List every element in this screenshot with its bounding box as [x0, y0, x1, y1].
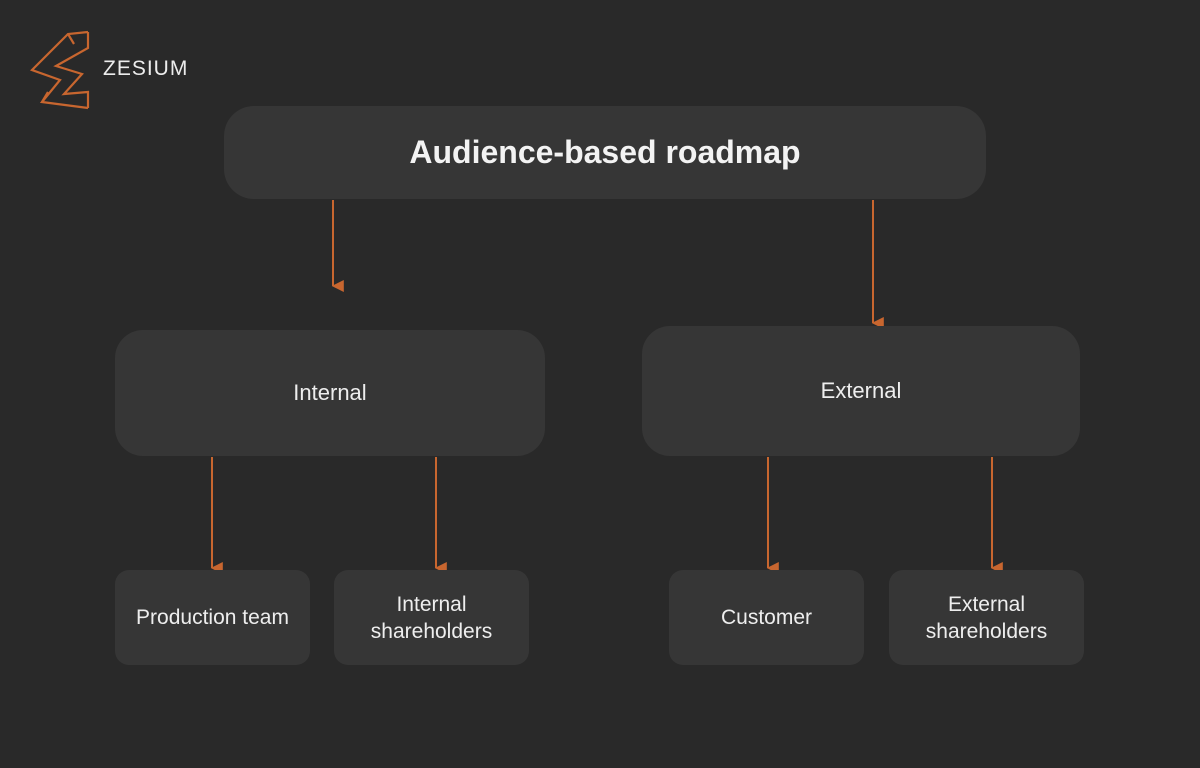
internal-node: Internal	[115, 330, 545, 456]
internal-shareholders-node: Internal shareholders	[334, 570, 529, 665]
external-node: External	[642, 326, 1080, 456]
root-node: Audience-based roadmap	[224, 106, 986, 199]
external-shareholders-node: External shareholders	[889, 570, 1084, 665]
customer-node: Customer	[669, 570, 864, 665]
zesium-logo-icon	[30, 30, 90, 110]
production-team-node: Production team	[115, 570, 310, 665]
zesium-logo: ZESIUM	[30, 30, 190, 110]
brand-name: ZESIUM	[103, 57, 189, 80]
